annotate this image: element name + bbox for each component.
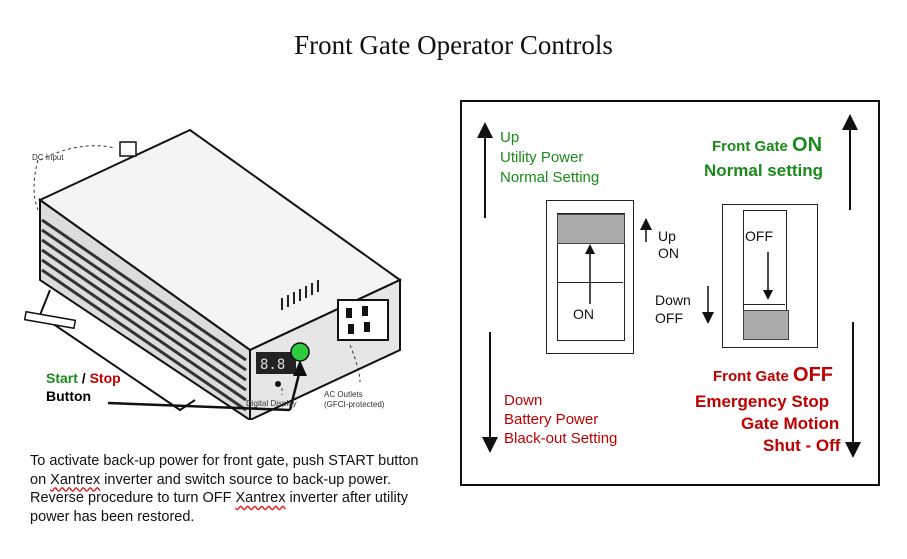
front-gate-on-prefix: Front Gate: [712, 138, 793, 155]
normal-setting-label: Normal Setting: [500, 169, 600, 186]
caption-xantrex-1: Xantrex: [50, 471, 101, 488]
start-word: Start: [46, 370, 78, 386]
left-switch-on-label: ON: [573, 306, 594, 322]
front-gate-off-word: OFF: [793, 364, 834, 386]
utility-power-label: Utility Power: [500, 149, 584, 166]
battery-power-label: Battery Power: [504, 411, 599, 428]
start-stop-label: Start / Stop: [46, 370, 121, 386]
front-gate-off-title: Front Gate OFF: [713, 364, 833, 387]
side-down-label: Down: [655, 292, 691, 308]
side-up-label: Up: [658, 228, 676, 244]
stop-word: Stop: [89, 370, 121, 386]
utility-battery-switch-indicator: [557, 214, 625, 244]
down-arrow-icon: [763, 252, 773, 300]
button-label: Button: [46, 388, 92, 404]
shut-off-label: Shut - Off: [763, 436, 841, 455]
digital-display-label: Digital Display: [246, 399, 297, 408]
caption-part-2: inverter and switch source to back-up po…: [30, 471, 392, 507]
ac-outlets-label: AC Outlets: [324, 390, 363, 399]
front-gate-off-prefix: Front Gate: [713, 368, 794, 385]
front-gate-switch-divider: [743, 304, 785, 305]
front-gate-on-word: ON: [792, 134, 823, 156]
caption-part-1: To activate back-up power for front gate…: [30, 453, 419, 488]
emergency-stop-label: Emergency Stop: [695, 392, 830, 411]
slash-word: /: [77, 370, 90, 386]
page-title: Front Gate Operator Controls: [294, 30, 613, 60]
caption-part-3: inverter after utility power has been re…: [30, 490, 408, 525]
side-on-label: ON: [658, 245, 679, 261]
instructions-caption: To activate back-up power for front gate…: [30, 452, 420, 526]
gate-motion-label: Gate Motion: [741, 414, 840, 433]
dc-input-label: DC Input: [32, 153, 64, 162]
caption-xantrex-2: Xantrex: [235, 490, 286, 506]
inverter-illustration: 8.8: [23, 128, 402, 420]
down-label: Down: [504, 392, 543, 409]
front-gate-switch-indicator: [743, 310, 789, 340]
ac-outlets-sub-label: (GFCI-protected): [324, 400, 385, 409]
svg-text:8.8: 8.8: [260, 357, 285, 373]
front-gate-off-label: OFF: [745, 228, 773, 244]
front-gate-on-title: Front Gate ON: [712, 134, 822, 157]
blackout-setting-label: Black-out Setting: [504, 430, 618, 447]
normal-setting-right-label: Normal setting: [704, 161, 824, 180]
up-label: Up: [500, 129, 520, 146]
side-off-label: OFF: [655, 310, 683, 326]
switch-panel: [460, 100, 880, 486]
panel-arrows: [477, 114, 861, 458]
up-arrow-icon: [585, 244, 595, 304]
